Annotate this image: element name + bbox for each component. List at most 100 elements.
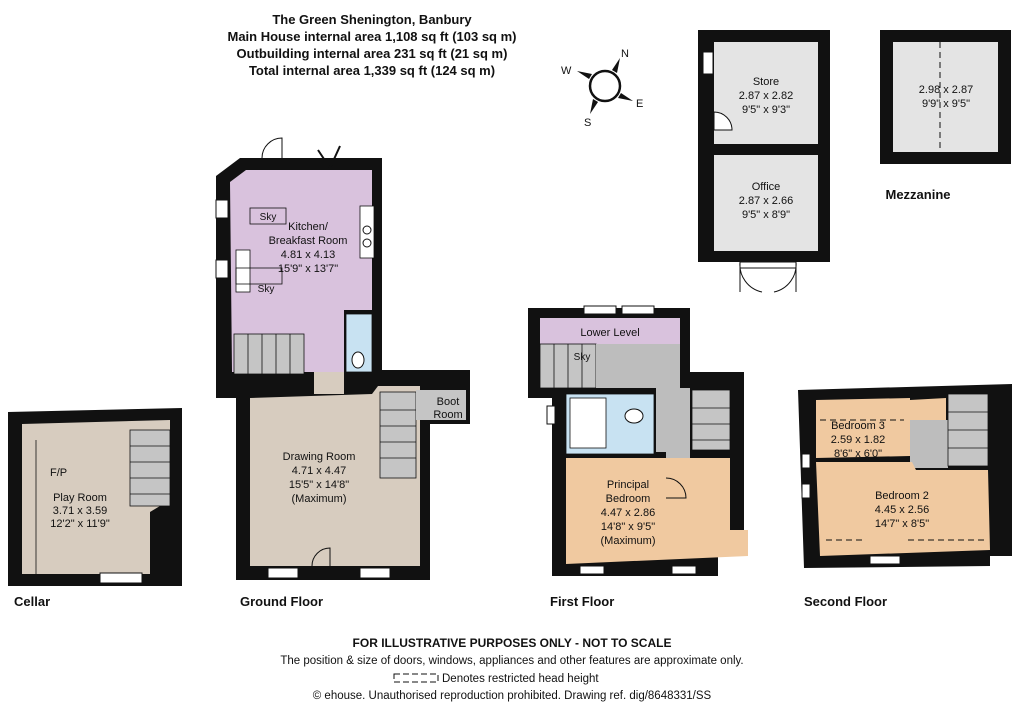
second-floor-label: Second Floor — [804, 594, 887, 609]
second-floor-landing — [910, 420, 948, 468]
total-area: Total internal area 1,339 sq ft (124 sq … — [249, 63, 495, 78]
bedroom-2-name: Bedroom 2 — [875, 490, 929, 502]
second-floor-plan: Bedroom 3 2.59 x 1.82 8'6" x 6'0" Bedroo… — [798, 384, 1012, 609]
bedroom-3-imperial: 8'6" x 6'0" — [834, 448, 882, 460]
office-metric: 2.87 x 2.66 — [739, 195, 793, 207]
bedroom-3-metric: 2.59 x 1.82 — [831, 434, 885, 446]
lower-level-name: Lower Level — [580, 327, 639, 339]
ground-floor-plan: Sky Sky Kitchen/ Breakfast Room 4.81 x 4… — [215, 137, 470, 609]
kitchen-breakfast-room — [230, 170, 372, 372]
principal-bedroom-door — [665, 477, 687, 499]
mezzanine-plan: 2.98 x 2.87 9'9" x 9'5" Mezzanine — [880, 30, 1011, 202]
drawing-room-metric: 4.71 x 4.47 — [292, 465, 346, 477]
restricted-height-legend-swatch — [393, 673, 439, 683]
cellar-stair-treads — [130, 445, 170, 495]
address-title: The Green Shenington, Banbury — [272, 12, 472, 27]
bedroom-2 — [816, 462, 990, 556]
bedroom-2-metric: 4.45 x 2.56 — [875, 504, 929, 516]
kitchen-metric: 4.81 x 4.13 — [281, 249, 335, 261]
play-room-fireplace: F/P — [50, 467, 67, 479]
office-room — [714, 155, 818, 251]
first-floor-landing-top — [596, 344, 680, 388]
store-door — [713, 111, 733, 131]
footer: FOR ILLUSTRATIVE PURPOSES ONLY - NOT TO … — [280, 636, 743, 702]
kitchen-door — [261, 137, 283, 159]
compass-rose-icon: N S E W — [561, 48, 643, 129]
bath-basin — [624, 408, 644, 424]
skylight-1 — [249, 207, 287, 225]
main-house-area: Main House internal area 1,108 sq ft (10… — [228, 29, 517, 44]
principal-bedroom-imperial: 14'8" x 9'5" — [601, 521, 655, 533]
copyright-text: © ehouse. Unauthorised reproduction proh… — [313, 690, 712, 702]
store-metric: 2.87 x 2.82 — [739, 90, 793, 102]
drawing-room-imperial: 15'5" x 14'8" — [289, 479, 349, 491]
mezzanine-imperial: 9'9" x 9'5" — [922, 98, 970, 110]
kitchen-name-2: Breakfast Room — [269, 235, 348, 247]
first-floor-stairs-2 — [691, 389, 731, 451]
office-name: Office — [752, 181, 781, 193]
mezzanine-floor-label: Mezzanine — [885, 187, 950, 202]
disclaimer-text: FOR ILLUSTRATIVE PURPOSES ONLY - NOT TO … — [353, 636, 672, 650]
header: The Green Shenington, Banbury Main House… — [228, 12, 517, 78]
bedroom-3 — [816, 398, 910, 458]
drawing-room-door — [311, 547, 331, 567]
play-room-metric: 3.71 x 3.59 — [53, 505, 107, 517]
kitchen-bifold-door — [317, 145, 341, 171]
compass-south: S — [584, 117, 591, 129]
principal-bedroom-name-1: Principal — [607, 479, 649, 491]
cellar-stairs — [129, 429, 171, 507]
kitchen-skylight-label-1: Sky — [260, 212, 277, 223]
ground-floor-label: Ground Floor — [240, 594, 323, 609]
bedroom-3-name: Bedroom 3 — [831, 420, 885, 432]
first-floor-plan: Lower Level Sky Principal Bedroom 4.47 x… — [528, 305, 748, 609]
restricted-height-legend-text: Denotes restricted head height — [442, 673, 599, 685]
boot-room-name-1: Boot — [437, 396, 460, 408]
office-doorway — [739, 261, 797, 269]
kitchen-window-1 — [215, 199, 229, 219]
boot-room-name-2: Room — [433, 409, 462, 421]
first-floor-label: First Floor — [550, 594, 614, 609]
first-floor-skylight-label: Sky — [574, 352, 591, 363]
skylight-2 — [235, 267, 283, 285]
drawing-room-note: (Maximum) — [292, 493, 347, 505]
office-imperial: 9'5" x 8'9" — [742, 209, 790, 221]
compass-west: W — [561, 65, 572, 77]
hall-link — [314, 372, 344, 394]
mezzanine-room — [893, 42, 998, 152]
principal-bedroom-name-2: Bedroom — [606, 493, 651, 505]
cellar-floor-label: Cellar — [14, 594, 50, 609]
store-name: Store — [753, 76, 779, 88]
ground-stairs — [233, 333, 305, 375]
kitchen-name-1: Kitchen/ — [288, 221, 329, 233]
play-room-name: Play Room — [53, 492, 107, 504]
compass-north: N — [621, 48, 629, 60]
bathtub — [569, 397, 607, 449]
cellar-plan: F/P Play Room 3.71 x 3.59 12'2" x 11'9" … — [8, 408, 182, 609]
kitchen-hob — [359, 205, 375, 259]
store-window — [702, 51, 714, 75]
kitchen-skylight-label-2: Sky — [258, 284, 275, 295]
store-imperial: 9'5" x 9'3" — [742, 104, 790, 116]
approximate-note: The position & size of doors, windows, a… — [280, 655, 743, 667]
kitchen-sink — [235, 249, 251, 293]
first-floor-landing — [650, 388, 690, 478]
drawing-room — [250, 386, 420, 566]
kitchen-imperial: 15'9" x 13'7" — [278, 263, 338, 275]
outbuilding-plan: Store 2.87 x 2.82 9'5" x 9'3" Office 2.8… — [698, 30, 830, 293]
boot-room — [416, 390, 466, 420]
cellar-window — [99, 572, 143, 584]
kitchen-window-2 — [215, 259, 229, 279]
bedroom-2-imperial: 14'7" x 8'5" — [875, 518, 929, 530]
drawing-room-name: Drawing Room — [283, 451, 356, 463]
principal-bedroom-metric: 4.47 x 2.86 — [601, 507, 655, 519]
principal-bedroom — [566, 458, 748, 564]
restricted-head-height-lines — [820, 419, 984, 541]
play-room-imperial: 12'2" x 11'9" — [50, 518, 110, 530]
lower-level — [540, 318, 680, 344]
office-double-doors — [739, 261, 797, 293]
mezzanine-metric: 2.98 x 2.87 — [919, 84, 973, 96]
principal-bedroom-note: (Maximum) — [601, 535, 656, 547]
outbuilding-area: Outbuilding internal area 231 sq ft (21 … — [237, 46, 508, 61]
